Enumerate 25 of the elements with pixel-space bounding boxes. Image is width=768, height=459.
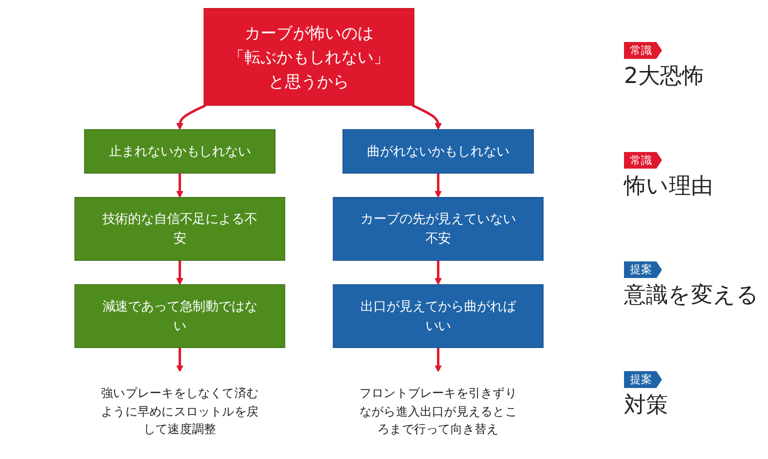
arrow <box>176 260 184 285</box>
row-heading: 意識を変える <box>624 282 760 310</box>
node-box: 止まれないかもしれない <box>84 129 276 174</box>
row-heading: 対策 <box>624 392 669 420</box>
node-box: カーブの先が見えていない不安 <box>332 197 544 261</box>
row-heading: 怖い理由 <box>624 172 714 201</box>
arrow <box>434 173 442 198</box>
node-box: 技術的な自信不足による不安 <box>74 197 286 261</box>
row-heading: 2大恐怖 <box>624 62 705 91</box>
arrow <box>176 104 206 130</box>
node-text: フロントブレーキを引きずりながら進入出口が見えるところまで行って向き替え <box>359 386 517 436</box>
arrow <box>176 348 184 372</box>
category-tag: 常識 <box>624 152 662 169</box>
category-tag: 常識 <box>624 42 662 59</box>
category-tag: 提案 <box>624 371 662 388</box>
node-box: 曲がれないかもしれない <box>342 129 534 174</box>
node-box: 減速であって急制動ではない <box>74 284 286 348</box>
node-box: 出口が見えてから曲がればいい <box>332 284 544 348</box>
arrow <box>434 260 442 285</box>
node-box: カーブが怖いのは 「転ぶかもしれない」と思うから <box>204 8 414 106</box>
arrow <box>434 348 442 372</box>
category-tag: 提案 <box>624 261 662 278</box>
arrow <box>176 173 184 198</box>
arrow <box>412 104 442 130</box>
node-text: 強いブレーキをしなくて済むように早めにスロットルを戻して速度調整 <box>101 386 259 436</box>
